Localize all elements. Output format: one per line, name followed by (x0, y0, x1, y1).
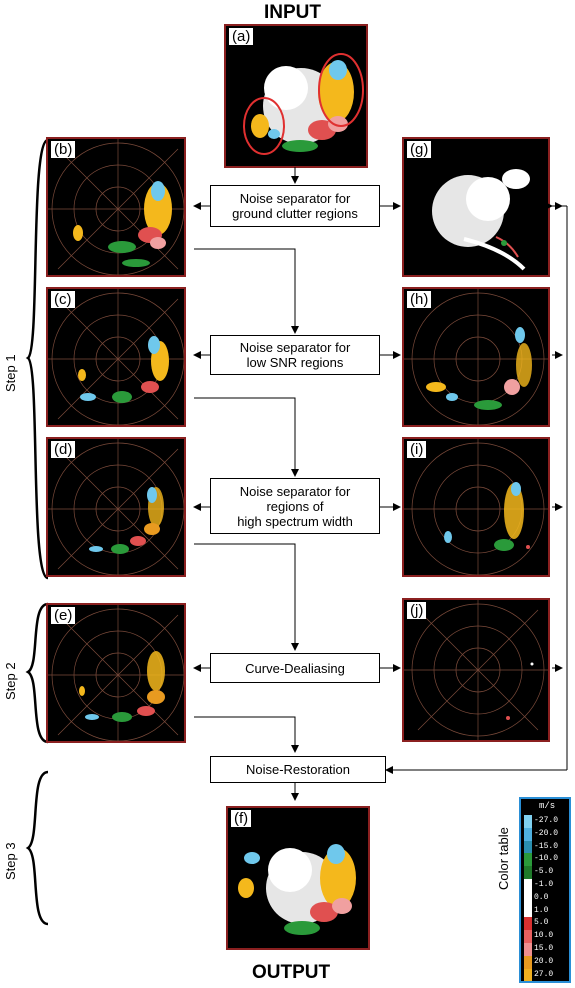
radar-image-a (243, 53, 364, 155)
color-value-label: -1.0 (534, 880, 554, 889)
color-value-label: -15.0 (534, 841, 559, 851)
panel-label-f: (f) (231, 810, 252, 827)
color-value-label: -5.0 (534, 867, 554, 877)
color-swatch (524, 827, 532, 841)
color-table: m/s -27.0 -20.0 -15.0 -10.0 -5.0 -1.0 0.0 1.0 5.… (519, 797, 571, 983)
color-value-label: 27.0 (534, 969, 554, 979)
low-snr-separator-box: Noise separator for low SNR regions (210, 335, 380, 375)
curve-dealiasing-box: Curve-Dealiasing (210, 653, 380, 683)
ground-clutter-line-2: ground clutter regions (232, 206, 358, 221)
color-value-label: -10.0 (534, 854, 559, 864)
noise-restoration-box: Noise-Restoration (210, 756, 386, 783)
low-snr-line-2: low SNR regions (246, 355, 344, 370)
color-swatch (524, 917, 532, 931)
color-value-label: 0.0 (534, 892, 549, 902)
spectrum-width-line-2: regions of (266, 498, 324, 514)
color-table-unit: m/s (539, 801, 556, 811)
color-swatch (524, 955, 532, 969)
radar-image-c (48, 289, 184, 425)
color-swatch (524, 891, 532, 905)
color-swatch (524, 815, 532, 828)
color-value-label: 1.0 (534, 905, 549, 915)
radar-image-j (404, 600, 548, 740)
color-swatch (524, 879, 532, 892)
step-braces (25, 138, 50, 926)
low-snr-line-1: Noise separator for (239, 340, 351, 355)
color-value-label: 5.0 (534, 918, 549, 928)
radar-image-h (404, 289, 548, 425)
radar-panel-b: (b) (46, 137, 186, 277)
radar-panel-d: (d) (46, 437, 186, 577)
spectrum-width-line-3: high spectrum width (237, 513, 353, 529)
radar-image-i (404, 439, 548, 575)
panel-label-h: (h) (407, 291, 432, 308)
radar-panel-c: (c) (46, 287, 186, 427)
spectrum-width-line-1: Noise separator for (239, 483, 351, 499)
panel-label-b: (b) (51, 141, 76, 158)
color-value-label: 15.0 (534, 944, 554, 953)
panel-label-i: (i) (407, 441, 427, 458)
radar-panel-j: (j) (402, 598, 550, 742)
panel-label-g: (g) (407, 141, 432, 158)
output-header: OUTPUT (252, 962, 331, 983)
radar-panel-f: (f) (226, 806, 370, 950)
radar-image-d (48, 439, 184, 575)
radar-panel-a: (a) (224, 24, 368, 168)
radar-image-b (48, 139, 184, 275)
color-swatch (524, 840, 532, 854)
radar-image-f (238, 844, 356, 935)
color-swatch (524, 943, 532, 956)
panel-label-e: (e) (51, 607, 76, 624)
ground-clutter-line-1: Noise separator for (239, 191, 351, 206)
radar-panel-i: (i) (402, 437, 550, 577)
color-value-label: -27.0 (534, 816, 559, 825)
spectrum-width-separator-box: Noise separator for regions of high spec… (210, 478, 380, 534)
radar-panel-e: (e) (46, 603, 186, 743)
panel-label-a: (a) (229, 28, 254, 45)
panel-label-c: (c) (51, 291, 75, 308)
radar-image-e (48, 605, 184, 741)
input-header: INPUT (264, 2, 321, 23)
color-swatch (524, 930, 532, 943)
radar-image-g (432, 169, 530, 271)
panel-label-j: (j) (407, 602, 427, 619)
color-value-label: 20.0 (534, 956, 554, 966)
color-swatch (524, 866, 532, 879)
color-value-label: -20.0 (534, 828, 559, 838)
color-swatch (524, 904, 532, 918)
color-swatch (524, 853, 532, 867)
color-swatch (524, 968, 532, 982)
radar-panel-h: (h) (402, 287, 550, 427)
color-value-label: 10.0 (534, 931, 554, 941)
ground-clutter-separator-box: Noise separator for ground clutter regio… (210, 185, 380, 227)
panel-label-d: (d) (51, 441, 76, 458)
